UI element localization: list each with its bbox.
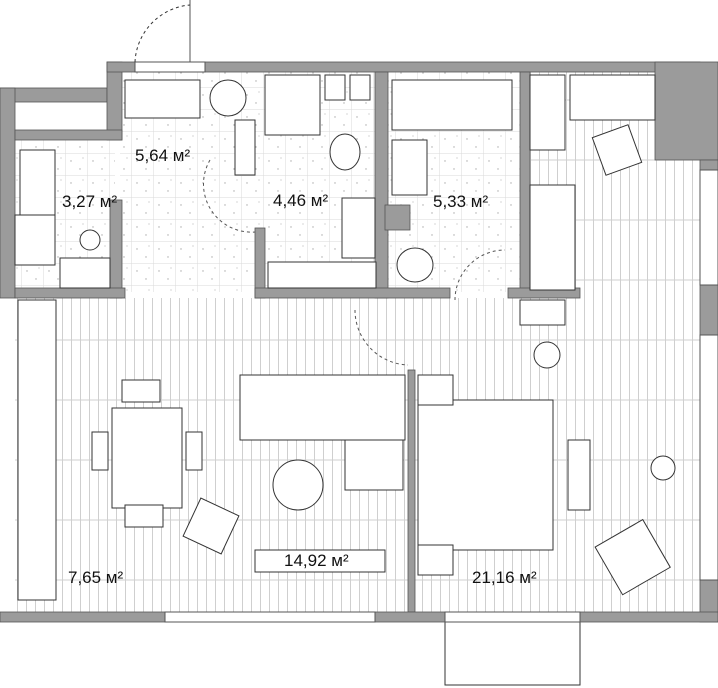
shoe-rack xyxy=(234,119,256,176)
robot-vacuum xyxy=(79,229,101,251)
room-area-bathroom-shower: 4,46 м² xyxy=(273,191,329,210)
counter xyxy=(267,261,377,289)
plant xyxy=(650,455,676,481)
walls xyxy=(0,61,718,623)
wardrobe-2 xyxy=(529,184,576,291)
sink-2 xyxy=(391,139,428,196)
shower xyxy=(264,74,321,136)
room-area-living-room: 14,92 м² xyxy=(284,551,349,570)
windows xyxy=(134,0,718,623)
tv-stand xyxy=(254,549,386,573)
room-area-kitchen: 7,65 м² xyxy=(68,568,124,587)
furniture xyxy=(14,4,676,601)
round-mirror xyxy=(209,79,247,117)
dining-table xyxy=(111,407,183,509)
cabinet xyxy=(59,257,111,289)
armchair xyxy=(182,497,240,555)
shelf xyxy=(529,74,566,151)
bench xyxy=(567,439,591,511)
room-area-wardrobe: 3,27 м² xyxy=(62,192,118,211)
desk xyxy=(569,74,656,121)
wardrobe-shelf xyxy=(19,149,56,216)
room-area-bathroom-tub: 5,33 м² xyxy=(433,192,489,211)
lounge-chair xyxy=(594,518,671,596)
bed xyxy=(417,399,554,551)
room-area-bedroom: 21,16 м² xyxy=(472,568,537,587)
toilet-1 xyxy=(329,133,361,171)
balcony xyxy=(444,619,581,686)
floors xyxy=(15,72,702,686)
sofa xyxy=(239,374,406,441)
coffee-table xyxy=(272,459,324,511)
kitchen-counter xyxy=(17,299,57,601)
doors xyxy=(203,159,506,366)
room-area-hall: 5,64 м² xyxy=(135,146,191,165)
hall-bench xyxy=(124,79,201,119)
bathtub xyxy=(391,79,513,131)
nightstand-top xyxy=(519,299,566,326)
sink-1 xyxy=(341,197,376,259)
toilet-2 xyxy=(396,247,434,283)
desk-chair xyxy=(591,124,643,176)
washer xyxy=(14,214,56,266)
